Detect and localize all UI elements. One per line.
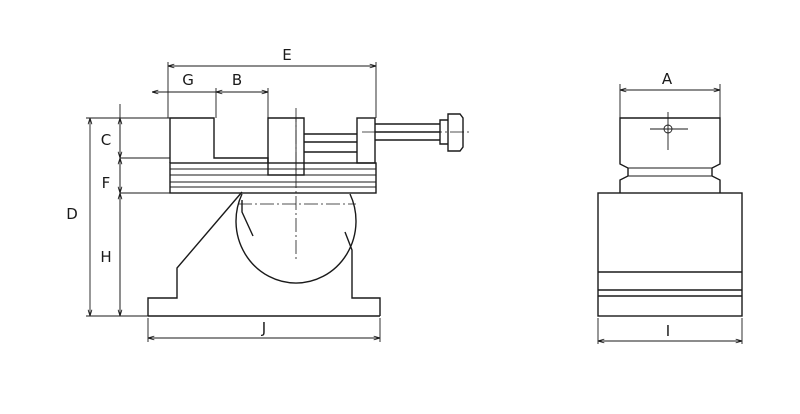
dim-label-H: H [100, 248, 111, 266]
dim-label-E: E [282, 46, 291, 64]
dim-label-J: J [261, 319, 266, 337]
swivel-disc [235, 193, 357, 284]
screw-block [356, 117, 376, 164]
movable-jaw [267, 117, 305, 176]
fixed-jaw [169, 117, 269, 163]
handle-knob [439, 113, 464, 152]
base-plate [147, 191, 381, 317]
side-jaw [619, 117, 721, 193]
dim-label-I: I [666, 322, 670, 340]
side-view: A I [597, 70, 743, 344]
vise-body [169, 162, 377, 194]
side-base [597, 192, 743, 317]
dim-label-A: A [662, 70, 673, 88]
dim-label-B: B [232, 71, 242, 89]
dim-label-G: G [182, 71, 194, 89]
front-view: E G B C F D H J [66, 46, 470, 342]
dim-label-D: D [66, 205, 78, 223]
dim-label-F: F [102, 174, 111, 192]
dim-label-C: C [101, 131, 111, 149]
